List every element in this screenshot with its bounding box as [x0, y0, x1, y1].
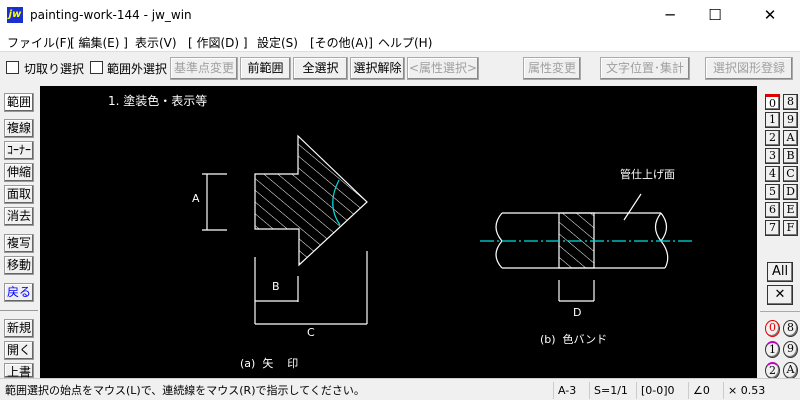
attribute-change-button[interactable]: 属性変更 [523, 57, 581, 80]
arrow-arc [332, 179, 341, 226]
menu-help[interactable]: ヘルプ(H) [378, 36, 433, 50]
scale[interactable]: S=1/1 [589, 382, 631, 399]
dimension-a-line [202, 173, 227, 231]
zoom-level[interactable]: × 0.53 [723, 382, 778, 399]
layer-button-9[interactable]: 9 [783, 112, 798, 128]
menu-other[interactable]: [その他(A)] [310, 36, 373, 50]
menu-draw[interactable]: [ 作図(D) ] [188, 36, 248, 50]
layer-button-C[interactable]: C [783, 166, 798, 182]
close-button[interactable]: ✕ [763, 6, 777, 24]
layer-button-4[interactable]: 4 [765, 166, 780, 182]
layer-button-E[interactable]: E [783, 202, 798, 218]
layer-button-3[interactable]: 3 [765, 148, 780, 164]
layer-button-B[interactable]: B [783, 148, 798, 164]
group-button-9[interactable]: 9 [783, 341, 798, 358]
group-button-8[interactable]: 8 [783, 320, 798, 337]
status-message: 範囲選択の始点をマウス(L)で、連続線をマウス(R)で指示してください。 [5, 384, 365, 397]
tool-copy[interactable]: 複写 [4, 234, 34, 253]
tool-stretch[interactable]: 伸縮 [4, 163, 34, 182]
layer-button-0[interactable]: 0 [765, 94, 780, 110]
tool-corner[interactable]: ｺｰﾅｰ [4, 141, 34, 160]
menu-view[interactable]: 表示(V) [135, 36, 177, 50]
angle[interactable]: ∠0 [688, 382, 720, 399]
select-all-button[interactable]: 全選択 [293, 57, 348, 80]
layer-button-5[interactable]: 5 [765, 184, 780, 200]
text-position-button[interactable]: 文字位置･集計 [600, 57, 690, 80]
tool-chamfer[interactable]: 面取 [4, 185, 34, 204]
layer-button-D[interactable]: D [783, 184, 798, 200]
label-c: C [307, 326, 315, 339]
menu-settings[interactable]: 設定(S) [257, 36, 298, 50]
layer-button-1[interactable]: 1 [765, 112, 780, 128]
tool-undo[interactable]: 戻る [4, 283, 34, 302]
caption-color-band: (b) 色バンド [540, 333, 608, 346]
all-layers-button[interactable]: All [767, 262, 793, 282]
status-bar: 範囲選択の始点をマウス(L)で、連続線をマウス(R)で指示してください。 A-3… [0, 378, 800, 400]
cut-select-checkbox[interactable] [6, 61, 19, 74]
arrow-shape [254, 134, 368, 267]
tool-open[interactable]: 開く [4, 341, 34, 360]
register-figure-button[interactable]: 選択図形登録 [705, 57, 793, 80]
title-bar: jw painting-work-144 - jw_win ─ ☐ ✕ [0, 0, 800, 30]
tool-move[interactable]: 移動 [4, 256, 34, 275]
dimension-d-line [558, 280, 595, 302]
group-button-A[interactable]: A [783, 362, 798, 379]
attribute-select-button[interactable]: <属性選択> [407, 57, 479, 80]
drawing-heading: 1. 塗装色・表示等 [108, 94, 208, 108]
leader-line [623, 193, 642, 221]
label-a: A [192, 192, 200, 205]
cross-button[interactable]: ✕ [767, 285, 793, 305]
group-button-0[interactable]: 0 [765, 320, 780, 337]
layer-button-6[interactable]: 6 [765, 202, 780, 218]
tool-range[interactable]: 範囲 [4, 93, 34, 112]
tool-offset[interactable]: 複線 [4, 119, 34, 138]
app-logo: jw [7, 7, 23, 23]
label-d: D [573, 306, 582, 319]
dimension-b-line [255, 276, 299, 302]
window-title: painting-work-144 - jw_win [30, 8, 192, 22]
group-button-1[interactable]: 1 [765, 341, 780, 358]
cut-select-label: 切取り選択 [24, 62, 85, 76]
menu-bar: ファイル(F) [ 編集(E) ] 表示(V) [ 作図(D) ] 設定(S) … [0, 30, 800, 52]
layer-button-2[interactable]: 2 [765, 130, 780, 146]
group-button-2[interactable]: 2 [765, 362, 780, 379]
outside-select-label: 範囲外選択 [107, 62, 168, 76]
layer-button-8[interactable]: 8 [783, 94, 798, 110]
dimension-c-line [254, 251, 368, 325]
layer-button-7[interactable]: 7 [765, 220, 780, 236]
caption-arrow: (a) 矢 印 [240, 357, 299, 370]
tool-erase[interactable]: 消去 [4, 207, 34, 226]
layer-button-A[interactable]: A [783, 130, 798, 146]
layer-indicator[interactable]: [0-0]0 [636, 382, 682, 399]
leader-label: 管仕上げ面 [620, 168, 675, 181]
menu-file[interactable]: ファイル(F) [7, 36, 72, 50]
base-point-button[interactable]: 基準点変更 [170, 57, 238, 80]
drawing-svg [202, 134, 692, 325]
menu-edit[interactable]: [ 編集(E) ] [70, 36, 128, 50]
minimize-button[interactable]: ─ [665, 6, 675, 24]
previous-range-button[interactable]: 前範囲 [240, 57, 291, 80]
label-b: B [272, 280, 280, 293]
tool-new[interactable]: 新規 [4, 319, 34, 338]
divider [760, 311, 800, 312]
toolbar: 切取り選択 範囲外選択 基準点変更 前範囲 全選択 選択解除 <属性選択> 属性… [0, 53, 800, 83]
layer-button-F[interactable]: F [783, 220, 798, 236]
deselect-button[interactable]: 選択解除 [350, 57, 405, 80]
tool-overwrite[interactable]: 上書 [4, 363, 34, 379]
divider [0, 310, 38, 311]
outside-select-checkbox[interactable] [90, 61, 103, 74]
drawing-canvas[interactable]: 1. 塗装色・表示等 A B C D (a) 矢 印 (b) 色バンド 管仕上げ… [40, 86, 757, 378]
paper-size[interactable]: A-3 [553, 382, 588, 399]
maximize-button[interactable]: ☐ [708, 6, 722, 24]
